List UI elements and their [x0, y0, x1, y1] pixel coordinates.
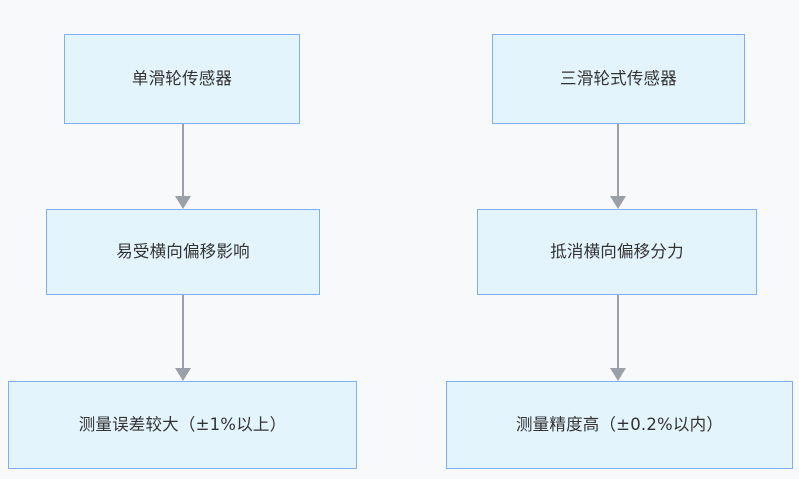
- node-label: 三滑轮式传感器: [560, 69, 677, 89]
- connector-line: [617, 295, 619, 368]
- node-measurement-error-large[interactable]: 测量误差较大（±1%以上）: [8, 381, 357, 469]
- node-lateral-offset-affected[interactable]: 易受横向偏移影响: [46, 209, 320, 295]
- arrow-head-down-icon: [175, 196, 191, 209]
- connector-line: [617, 124, 619, 196]
- node-label: 测量精度高（±0.2%以内）: [515, 415, 724, 435]
- connector-line: [182, 124, 184, 196]
- arrow-head-down-icon: [175, 368, 191, 381]
- arrow-head-down-icon: [610, 368, 626, 381]
- node-label: 单滑轮传感器: [131, 69, 233, 89]
- arrow-head-down-icon: [610, 196, 626, 209]
- connector-line: [182, 295, 184, 368]
- node-triple-pulley-sensor[interactable]: 三滑轮式传感器: [492, 34, 745, 124]
- node-label: 测量误差较大（±1%以上）: [78, 415, 287, 435]
- node-label: 易受横向偏移影响: [116, 242, 250, 262]
- node-lateral-offset-cancelled[interactable]: 抵消横向偏移分力: [477, 209, 757, 295]
- node-measurement-accuracy-high[interactable]: 测量精度高（±0.2%以内）: [446, 381, 793, 469]
- node-label: 抵消横向偏移分力: [550, 242, 684, 262]
- node-single-pulley-sensor[interactable]: 单滑轮传感器: [64, 34, 300, 124]
